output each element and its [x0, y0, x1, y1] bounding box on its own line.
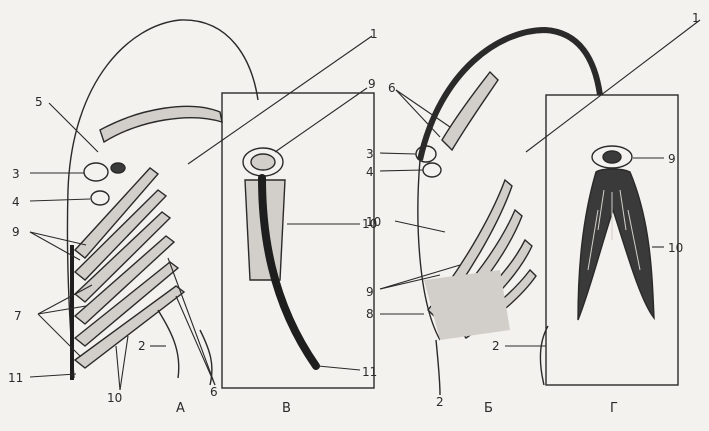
- label-2-c: 2: [436, 395, 444, 409]
- drawing-a-structure-3b: [111, 163, 125, 173]
- drawing-c-structure-4: [423, 163, 441, 177]
- panel-d-filament: [578, 169, 654, 320]
- panel-b: [222, 93, 374, 388]
- panel-d: [546, 95, 678, 385]
- drawing-a-item-2: [158, 310, 179, 378]
- label-4-b: 4: [366, 165, 374, 179]
- label-3-a: 3: [12, 167, 20, 181]
- drawing-a: [67, 20, 258, 385]
- label-9-d: 9: [668, 152, 676, 166]
- panel-letter-c: Б: [484, 401, 493, 416]
- panel-letters: A B Б Г: [176, 401, 618, 416]
- label-9-c: 9: [366, 285, 374, 299]
- label-1-a: 1: [370, 27, 378, 41]
- panel-b-head-inner: [251, 154, 275, 170]
- drawing-a-channel: [100, 106, 222, 142]
- label-7: 7: [14, 309, 22, 323]
- panel-letter-b: B: [282, 401, 291, 416]
- panel-d-head-inner: [603, 151, 621, 163]
- drawing-a-outline: [68, 20, 258, 190]
- label-2-a: 2: [138, 339, 146, 353]
- drawing-c-item-2: [436, 340, 440, 395]
- label-5: 5: [35, 95, 43, 109]
- drawing-a-structure-4: [91, 191, 109, 205]
- drawing-c: [416, 30, 600, 395]
- label-11-a: 11: [8, 371, 23, 385]
- label-11-b: 11: [362, 365, 377, 379]
- label-8: 8: [366, 307, 374, 321]
- label-10-a: 10: [107, 391, 122, 405]
- drawing-c-item-2b: [541, 326, 548, 385]
- label-9-b: 9: [368, 77, 376, 91]
- label-3-b: 3: [366, 147, 374, 161]
- panel-letter-d: Г: [610, 401, 618, 416]
- label-4-a: 4: [12, 195, 20, 209]
- label-9-a: 9: [12, 225, 20, 239]
- drawing-a-item-6: [200, 330, 212, 385]
- label-6-b: 6: [388, 81, 396, 95]
- drawing-c-base-fill: [424, 270, 510, 340]
- drawing-a-structure-3: [84, 163, 108, 181]
- label-2-b: 2: [492, 339, 500, 353]
- label-1-b: 1: [692, 11, 700, 25]
- panel-letter-a: A: [176, 401, 185, 416]
- label-10-d: 10: [668, 241, 683, 255]
- label-6: 6: [210, 385, 218, 399]
- label-10-c: 10: [366, 215, 381, 229]
